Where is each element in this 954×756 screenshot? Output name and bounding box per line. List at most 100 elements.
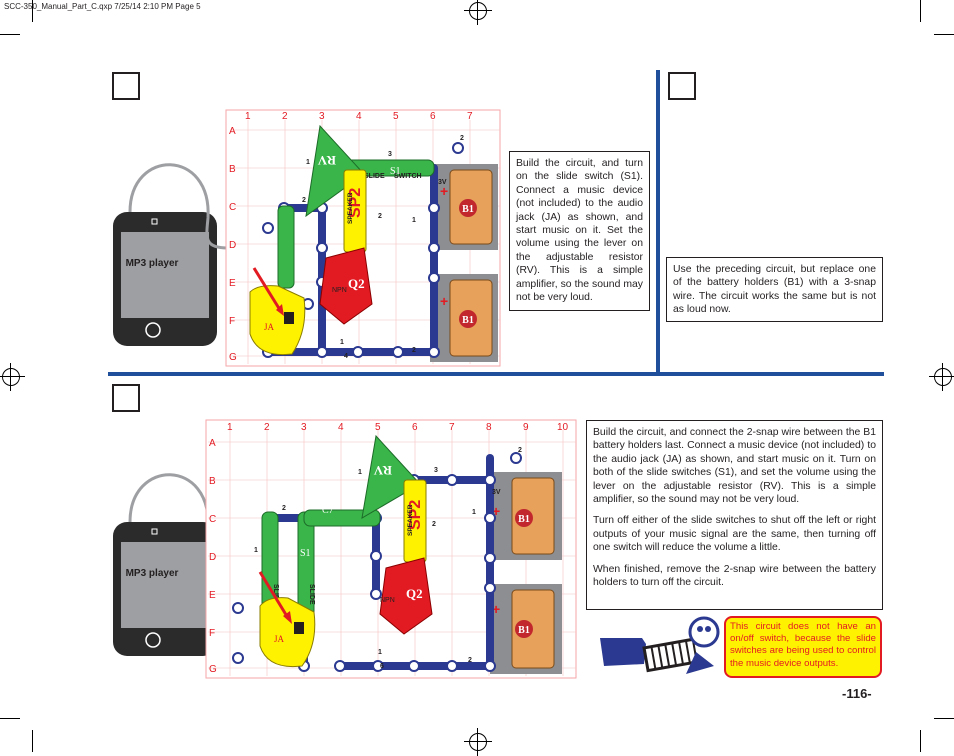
- speaker-sp2: SP2 SPEAKER: [343, 169, 367, 253]
- svg-text:7: 7: [467, 111, 473, 122]
- svg-text:4: 4: [344, 353, 348, 360]
- svg-text:5: 5: [393, 111, 399, 122]
- svg-text:SPEAKER: SPEAKER: [347, 192, 354, 224]
- audio-jack-ja: JA: [249, 285, 306, 356]
- svg-text:2: 2: [282, 505, 286, 512]
- svg-text:2: 2: [378, 213, 382, 220]
- svg-text:B: B: [209, 476, 216, 487]
- svg-text:1: 1: [412, 217, 416, 224]
- svg-text:Q2: Q2: [348, 276, 365, 291]
- svg-text:D: D: [229, 240, 236, 251]
- svg-text:JA: JA: [264, 322, 275, 332]
- wire-number-labels: 13 22 21 14 23V: [302, 135, 464, 360]
- svg-text:B1: B1: [518, 625, 530, 636]
- crop-mark: [920, 730, 921, 752]
- svg-text:RV: RV: [373, 463, 392, 478]
- svg-text:SLIDE: SLIDE: [308, 584, 315, 605]
- svg-text:RV: RV: [317, 153, 336, 168]
- registration-mark: [929, 363, 954, 391]
- svg-text:1: 1: [358, 469, 362, 476]
- svg-text:SLIDE: SLIDE: [272, 584, 279, 605]
- svg-text:3: 3: [319, 111, 325, 122]
- page-number: -116-: [842, 686, 872, 701]
- battery-holder-b1: B1 +: [430, 274, 498, 362]
- callout-note: This circuit does not have an on/off swi…: [724, 616, 882, 678]
- svg-text:F: F: [229, 316, 235, 327]
- audio-jack-ja: JA: [259, 597, 316, 668]
- svg-text:2: 2: [432, 521, 436, 528]
- svg-text:G: G: [209, 664, 217, 675]
- crop-mark: [32, 0, 33, 22]
- svg-text:7: 7: [449, 422, 455, 433]
- svg-text:B: B: [229, 164, 236, 175]
- svg-text:6: 6: [380, 663, 384, 670]
- audio-cable: [128, 163, 254, 250]
- section-divider-horizontal: [108, 372, 884, 376]
- file-header: SCC-350_Manual_Part_C.qxp 7/25/14 2:10 P…: [4, 2, 201, 11]
- svg-text:1: 1: [306, 159, 310, 166]
- project-checkbox[interactable]: [112, 72, 140, 100]
- svg-text:B1: B1: [462, 204, 474, 215]
- svg-text:+: +: [492, 601, 500, 617]
- svg-text:2: 2: [518, 447, 522, 454]
- svg-text:1: 1: [227, 422, 233, 433]
- svg-text:S1: S1: [390, 166, 401, 177]
- svg-text:C: C: [209, 514, 216, 525]
- svg-text:NPN: NPN: [380, 597, 395, 604]
- svg-text:2: 2: [302, 197, 306, 204]
- mp3-player: MP3 player: [113, 212, 217, 346]
- project-checkbox[interactable]: [112, 384, 140, 412]
- svg-text:JA: JA: [274, 634, 285, 644]
- svg-text:1: 1: [245, 111, 251, 122]
- instruction-paragraph: When finished, remove the 2-snap wire be…: [593, 563, 876, 589]
- svg-text:B1: B1: [518, 514, 530, 525]
- svg-text:3: 3: [434, 467, 438, 474]
- adjustable-resistor-rv: RV: [361, 434, 421, 519]
- svg-text:2: 2: [282, 111, 288, 122]
- instruction-paragraph: Turn off either of the slide switches to…: [593, 515, 876, 554]
- svg-text:S1: S1: [300, 548, 311, 559]
- svg-text:2: 2: [412, 347, 416, 354]
- transistor-q2: Q2 NPN: [379, 557, 433, 635]
- instruction-paragraph: Build the circuit, and connect the 2-sna…: [593, 427, 876, 506]
- svg-text:NPN: NPN: [332, 287, 347, 294]
- battery-holder-b1: B1 +: [490, 584, 562, 674]
- transistor-q2: Q2 NPN: [319, 247, 373, 325]
- svg-text:6: 6: [412, 422, 418, 433]
- instruction-box-top-right: Use the preceding circuit, but replace o…: [666, 257, 883, 322]
- crop-mark: [0, 718, 20, 719]
- svg-text:+: +: [440, 183, 448, 199]
- svg-text:4: 4: [356, 111, 362, 122]
- svg-text:3V: 3V: [438, 179, 447, 186]
- svg-text:3: 3: [301, 422, 307, 433]
- svg-text:8: 8: [486, 422, 492, 433]
- svg-text:+: +: [440, 293, 448, 309]
- svg-text:2: 2: [460, 135, 464, 142]
- instruction-box-bottom: Build the circuit, and connect the 2-sna…: [586, 420, 883, 610]
- svg-text:A: A: [229, 126, 236, 137]
- svg-text:C: C: [229, 202, 236, 213]
- insert-arrow-head: [276, 304, 284, 316]
- speaker-sp2: SP2 SPEAKER: [403, 479, 427, 563]
- svg-text:G: G: [229, 352, 237, 363]
- adjustable-resistor-rv: RV: [305, 124, 365, 218]
- svg-text:6: 6: [430, 111, 436, 122]
- insert-arrow: [252, 267, 282, 311]
- svg-text:A: A: [209, 438, 216, 449]
- project-checkbox[interactable]: [668, 72, 696, 100]
- svg-text:9: 9: [523, 422, 529, 433]
- crop-mark: [0, 34, 20, 35]
- capacitor: [277, 205, 295, 289]
- svg-text:Q2: Q2: [406, 586, 423, 601]
- mp3-player: MP3 player: [113, 522, 217, 656]
- svg-text:10: 10: [557, 422, 569, 433]
- svg-text:SPEAKER: SPEAKER: [407, 504, 414, 536]
- svg-text:F: F: [209, 628, 215, 639]
- instruction-box-top-left: Build the circuit, and turn on the slide…: [509, 151, 650, 311]
- registration-mark: [0, 363, 25, 391]
- mp3-player-label: MP3 player: [126, 568, 179, 579]
- battery-holder-b1: B1 +: [490, 472, 562, 560]
